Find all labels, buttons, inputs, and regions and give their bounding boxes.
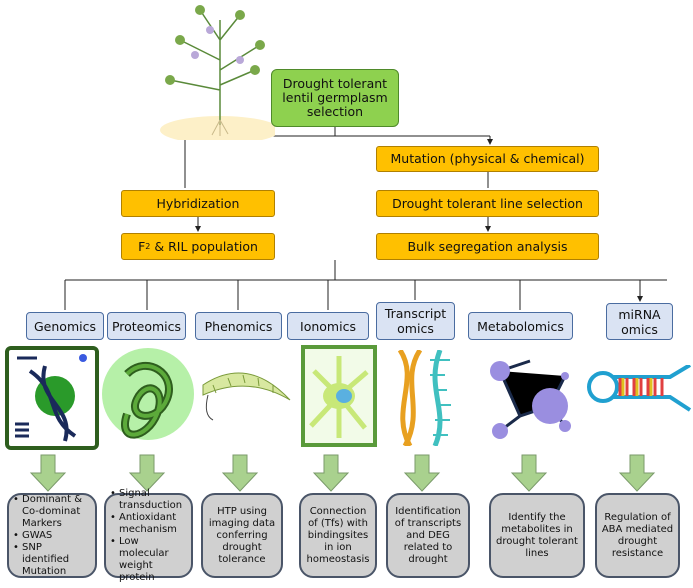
transcript-dna-icon — [397, 350, 451, 446]
f2-label: F — [138, 238, 146, 254]
f2-subscript: 2 — [145, 241, 151, 251]
bullet: Antioxidant mechanism — [110, 512, 187, 536]
outcome-metabolomics: Identify the metabolites in drought tole… — [489, 493, 585, 578]
lentil-plant-illustration — [160, 5, 275, 140]
outcome-mirna: Regulation of ABA mediated drought resis… — [595, 493, 680, 578]
hybridization-box: Hybridization — [121, 190, 275, 217]
omics-transcriptomics: Transcript omics — [376, 302, 455, 340]
omics-proteomics: Proteomics — [107, 312, 186, 340]
outcome-phenomics: HTP using imaging data conferring drough… — [201, 493, 283, 578]
bullet: SNP identified Mutation — [13, 542, 91, 578]
bullet: Dominant & Co-dominat Markers — [13, 494, 91, 530]
line-selection-box: Drought tolerant line selection — [376, 190, 599, 217]
mutation-box: Mutation (physical & chemical) — [376, 146, 599, 172]
omics-mirna: miRNA omics — [606, 303, 673, 340]
protein-icon — [102, 348, 194, 440]
omics-metabolomics: Metabolomics — [468, 312, 573, 340]
omics-genomics: Genomics — [26, 312, 104, 340]
omics-phenomics: Phenomics — [195, 312, 282, 340]
outcome-transcriptomics: Identification of transcripts and DEG re… — [386, 493, 470, 578]
plant-cell-icon — [301, 345, 377, 447]
green-arrows — [29, 454, 656, 492]
mirna-hairpin-icon — [587, 365, 692, 412]
f2-rest: & RIL population — [150, 238, 258, 254]
bulk-segregation-box: Bulk segregation analysis — [376, 233, 599, 260]
omics-ionomics: Ionomics — [287, 312, 369, 340]
bullet: Signal transduction — [110, 488, 187, 512]
germplasm-selection-box: Drought tolerant lentil germplasm select… — [271, 69, 399, 127]
metabolite-molecule-icon — [490, 359, 571, 439]
lentil-pod-icon — [202, 372, 291, 421]
outcome-genomics: Dominant & Co-dominat MarkersGWASSNP ide… — [7, 493, 97, 578]
dna-chip-icon — [5, 346, 99, 450]
outcome-ionomics: Connection of (Tfs) with bindingsites in… — [299, 493, 377, 578]
bullet: GWAS — [13, 530, 91, 542]
bullet: Low molecular weight protein — [110, 536, 187, 584]
outcome-proteomics: Signal transductionAntioxidant mechanism… — [104, 488, 193, 583]
